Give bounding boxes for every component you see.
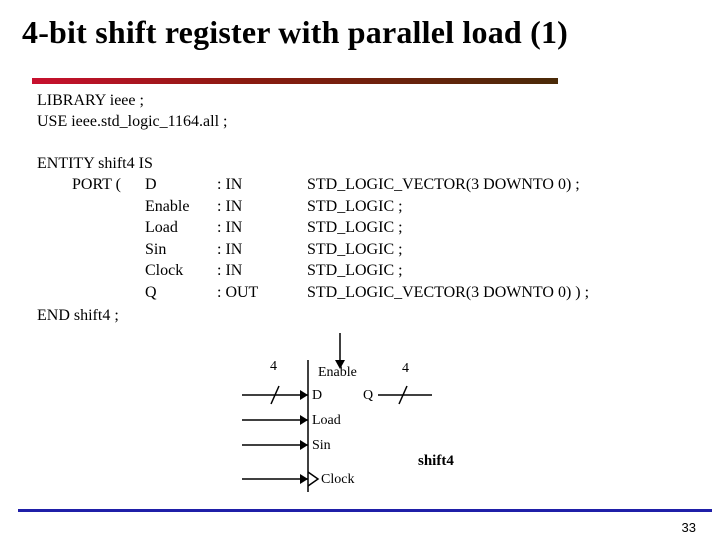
- port-type: STD_LOGIC ;: [307, 240, 403, 258]
- port-names-column: D Enable Load Sin Clock Q: [145, 174, 189, 303]
- clock-triangle: [307, 471, 320, 487]
- port-name: Load: [145, 219, 178, 236]
- port-type: STD_LOGIC_VECTOR(3 DOWNTO 0) ;: [307, 176, 580, 193]
- port-mode: : IN: [217, 219, 243, 236]
- d-bus-slash: [270, 385, 280, 405]
- port-types-column: STD_LOGIC_VECTOR(3 DOWNTO 0) ; STD_LOGIC…: [307, 174, 589, 303]
- port-mode: : OUT: [217, 283, 259, 301]
- clock-arrow-icon: [300, 474, 308, 484]
- clock-pin-label: Clock: [321, 472, 355, 487]
- port-mode: : IN: [217, 262, 243, 279]
- port-modes-column: : IN : IN : IN : IN : IN : OUT: [217, 174, 258, 303]
- enable-pin-label: Enable: [318, 365, 357, 380]
- code-end-line: END shift4 ;: [37, 307, 119, 324]
- slide-title: 4-bit shift register with parallel load …: [22, 14, 569, 50]
- port-name: Q: [145, 283, 157, 301]
- input-bus-width: 4: [270, 359, 277, 374]
- enable-arrow-icon: [335, 360, 345, 369]
- code-library-line: LIBRARY ieee ;: [37, 92, 144, 109]
- port-name: Clock: [145, 262, 184, 279]
- load-arrow-icon: [300, 415, 308, 425]
- port-type: STD_LOGIC ;: [307, 197, 403, 215]
- page-number: 33: [681, 520, 696, 535]
- port-mode: : IN: [217, 240, 243, 258]
- block-name-label: shift4: [418, 453, 454, 469]
- port-type: STD_LOGIC ;: [307, 262, 403, 279]
- load-pin-label: Load: [312, 413, 341, 428]
- port-type: STD_LOGIC ;: [307, 219, 403, 236]
- q-bus-slash: [398, 385, 408, 405]
- title-underline: [32, 78, 558, 84]
- code-port-open: PORT (: [72, 176, 121, 193]
- q-pin-label: Q: [363, 388, 374, 403]
- footer-rule: [18, 509, 712, 512]
- port-name: Enable: [145, 197, 190, 215]
- port-name: Sin: [145, 240, 167, 258]
- port-mode: : IN: [217, 197, 243, 215]
- port-name: D: [145, 176, 157, 193]
- port-type: STD_LOGIC_VECTOR(3 DOWNTO 0) ) ;: [307, 283, 590, 301]
- code-use-line: USE ieee.std_logic_1164.all ;: [37, 113, 228, 130]
- sin-arrow-icon: [300, 440, 308, 450]
- sin-pin-label: Sin: [312, 438, 331, 453]
- output-bus-width: 4: [402, 361, 409, 376]
- d-arrow-icon: [300, 390, 308, 400]
- code-entity-line: ENTITY shift4 IS: [37, 155, 153, 172]
- port-mode: : IN: [217, 176, 243, 193]
- d-pin-label: D: [312, 388, 323, 403]
